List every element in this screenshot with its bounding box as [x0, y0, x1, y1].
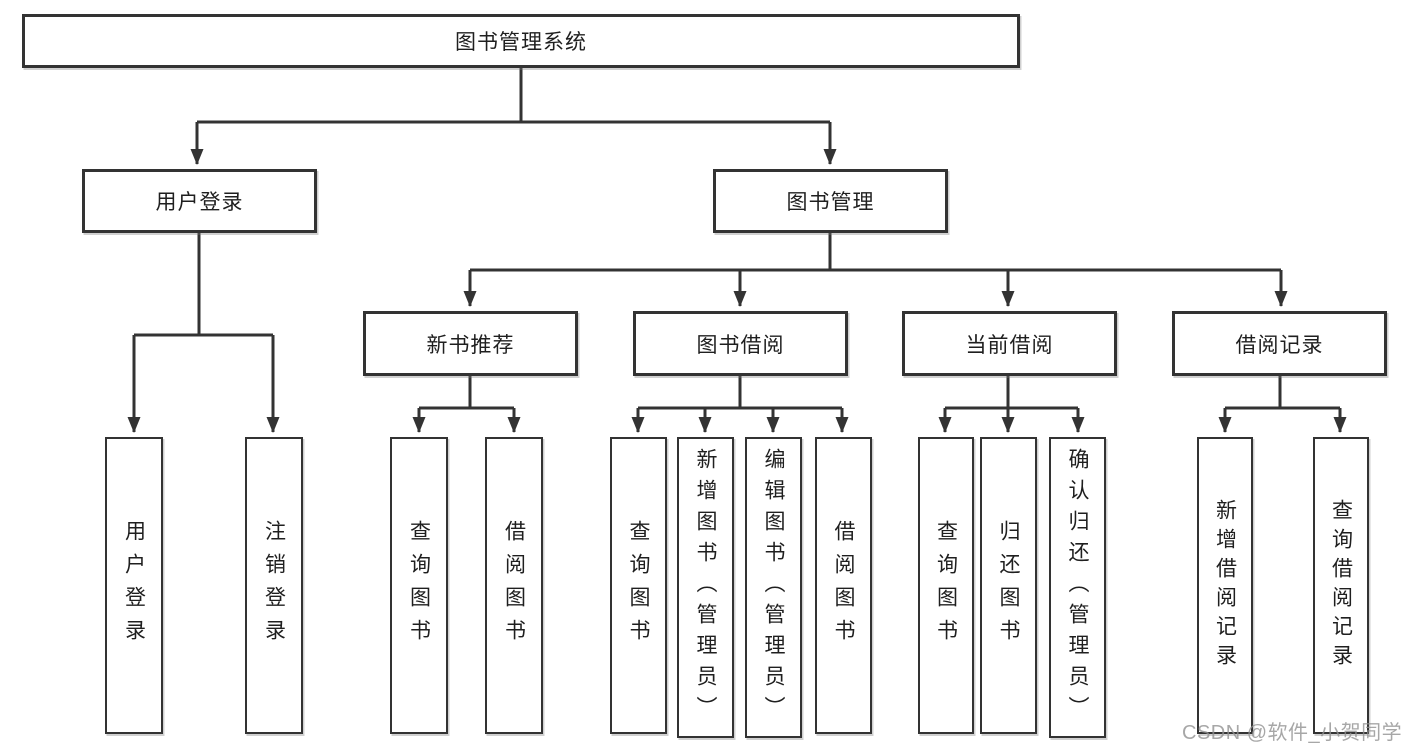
leaf-borrow-books: 借阅图书	[485, 437, 543, 734]
leaf-query-borrow-record: 查询借阅记录	[1313, 437, 1369, 734]
leaf-add-borrow-record: 新增借阅记录	[1197, 437, 1253, 734]
node-label: 图书管理	[786, 191, 875, 214]
leaf-query-books: 查询图书	[390, 437, 448, 734]
leaf-label: 借阅图书	[832, 519, 855, 652]
leaf-label: 查询图书	[627, 519, 650, 652]
leaf-label: 新增借阅记录	[1213, 498, 1237, 673]
leaf-confirm-return-admin: 确认归还（管理员）	[1049, 437, 1106, 738]
leaf-label: 注销登录	[262, 519, 286, 652]
node-label: 图书管理系统	[455, 31, 587, 54]
node-user-login: 用户登录	[82, 169, 317, 233]
leaf-borrow-books: 借阅图书	[815, 437, 872, 734]
leaf-label: 借阅图书	[502, 519, 526, 652]
csdn-watermark: CSDN @软件_小贺同学	[1182, 722, 1403, 744]
leaf-query-books: 查询图书	[610, 437, 667, 734]
leaf-label: 用户登录	[122, 519, 146, 652]
leaf-user-login: 用户登录	[105, 437, 163, 734]
leaf-add-book-admin: 新增图书（管理员）	[677, 437, 734, 738]
node-label: 新书推荐	[426, 333, 515, 357]
node-book-borrowing: 图书借阅	[633, 311, 848, 376]
node-root-library-system: 图书管理系统	[22, 14, 1020, 68]
node-current-borrowing: 当前借阅	[902, 311, 1117, 376]
leaf-edit-book-admin: 编辑图书（管理员）	[745, 437, 802, 738]
leaf-label: 编辑图书（管理员）	[762, 448, 785, 727]
node-borrowing-records: 借阅记录	[1172, 311, 1387, 376]
leaf-label: 新增图书（管理员）	[694, 448, 717, 727]
leaf-label: 查询图书	[407, 519, 431, 652]
node-label: 当前借阅	[965, 333, 1054, 357]
leaf-label: 归还图书	[997, 519, 1020, 652]
node-label: 借阅记录	[1235, 333, 1324, 357]
leaf-label: 查询借阅记录	[1329, 498, 1353, 673]
leaf-label: 确认归还（管理员）	[1066, 448, 1089, 727]
node-book-management: 图书管理	[713, 169, 948, 233]
node-new-book-recommend: 新书推荐	[363, 311, 578, 376]
node-label: 图书借阅	[696, 333, 785, 357]
leaf-return-book: 归还图书	[980, 437, 1037, 734]
leaf-label: 查询图书	[934, 519, 958, 652]
leaf-logout: 注销登录	[245, 437, 303, 734]
node-label: 用户登录	[155, 191, 244, 214]
leaf-query-books: 查询图书	[918, 437, 974, 734]
